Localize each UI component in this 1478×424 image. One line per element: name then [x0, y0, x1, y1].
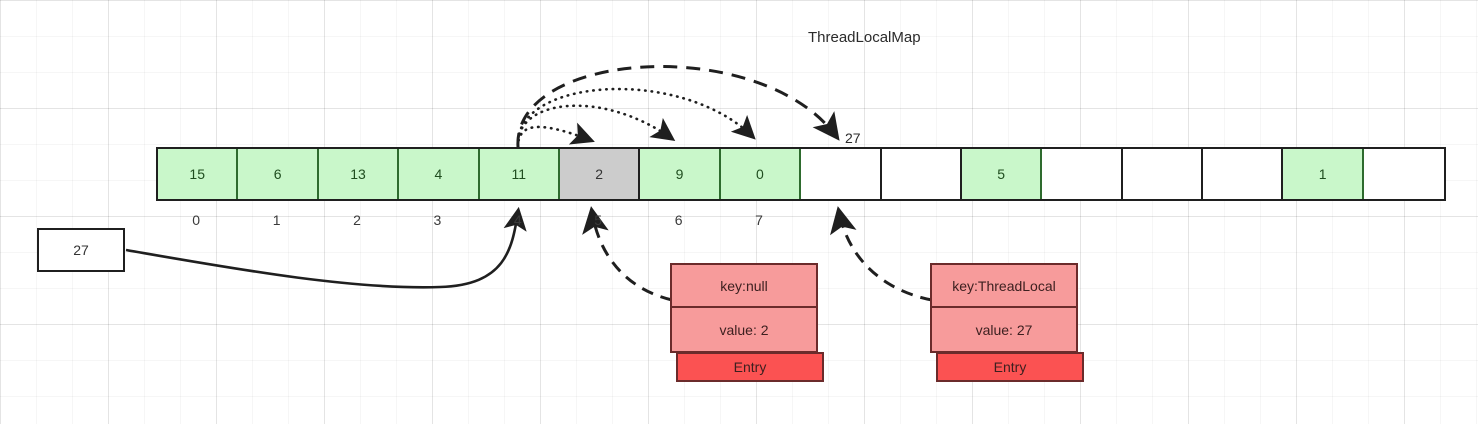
array-cell-13: [1203, 149, 1284, 199]
array-cell-7: 0: [720, 149, 802, 199]
array-cell-11: [1042, 149, 1123, 199]
array-cell-2: 13: [318, 149, 400, 199]
index-label-5: 5: [594, 212, 603, 228]
entry-1-value: value: 2: [719, 321, 769, 338]
index-label-3: 3: [433, 212, 442, 228]
array-cell-9: [881, 149, 962, 199]
array-cell-8: [801, 149, 882, 199]
page-title: ThreadLocalMap: [808, 29, 921, 46]
index-label-1: 1: [272, 212, 281, 228]
entry-box-1: key:null value: 2 Entry: [670, 263, 824, 382]
entry-2-key: key:ThreadLocal: [932, 265, 1076, 308]
array-cell-1: 6: [238, 149, 319, 199]
probe-arc-to-index-7: [516, 87, 756, 149]
entry-1-kv: key:null value: 2: [670, 263, 818, 353]
insert-hash-label: 27: [845, 130, 861, 146]
index-label-7: 7: [755, 212, 763, 228]
array-cell-4: 11: [479, 149, 560, 199]
array-cell-12: [1122, 149, 1204, 199]
index-label-4: 4: [513, 212, 522, 228]
array-cell-15: [1363, 149, 1445, 199]
array-cell-0: 15: [158, 149, 239, 199]
entry-2-value: value: 27: [975, 321, 1033, 338]
array-cell-3: 4: [399, 149, 480, 199]
entry-2-kv: key:ThreadLocal value: 27: [930, 263, 1078, 353]
entry-box-2: key:ThreadLocal value: 27 Entry: [930, 263, 1084, 382]
index-label-2: 2: [353, 212, 361, 228]
index-label-6: 6: [674, 212, 683, 228]
entry-1-label: Entry: [676, 352, 824, 382]
array-cell-14: 1: [1283, 149, 1364, 199]
probe-arc-to-index-6: [516, 104, 676, 149]
array-cell-10: 5: [961, 149, 1043, 199]
entry-2-label: Entry: [936, 352, 1084, 382]
index-label-0: 0: [192, 212, 201, 228]
entry-2-to-index-8-link: [830, 206, 933, 302]
probe-arc-to-index-5: [516, 122, 595, 149]
insert-arc-to-index-8: [516, 65, 840, 148]
array-cell-5: 2: [559, 149, 641, 199]
array-cell-6: 9: [640, 149, 721, 199]
source-value-box: 27: [37, 228, 125, 272]
entry-1-key: key:null: [672, 265, 816, 308]
